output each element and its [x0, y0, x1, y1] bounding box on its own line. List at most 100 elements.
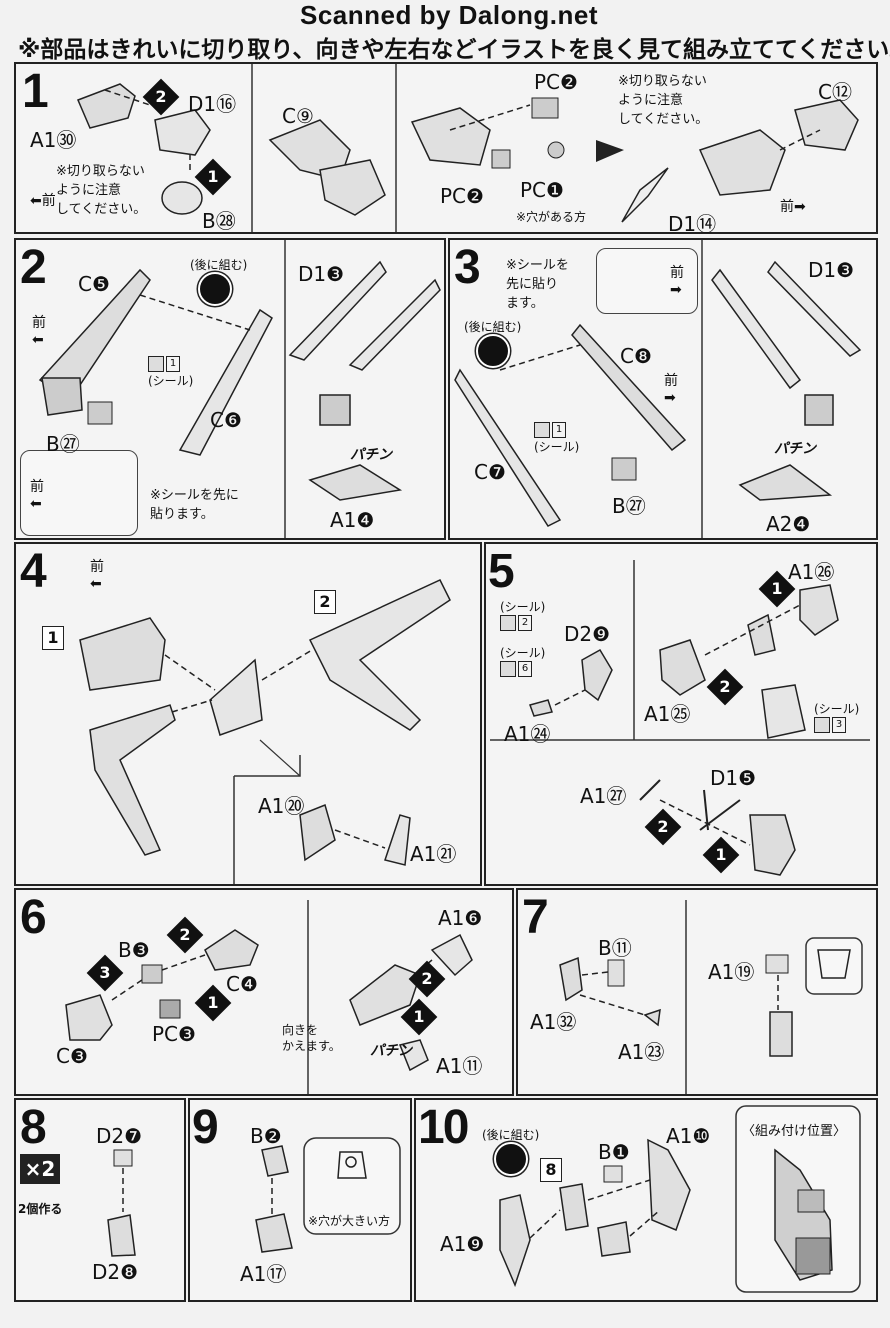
- step2-assemble-later: (後に組む): [190, 258, 248, 272]
- step4-label-a1-21: A1㉑: [410, 842, 457, 866]
- step8-label-d2-8: D2❽: [92, 1260, 139, 1284]
- step8-label-d2-7: D2❼: [96, 1124, 143, 1148]
- step5-order-1a: 1: [758, 570, 796, 608]
- step6-label-b-3: B❸: [118, 938, 150, 962]
- step6-label-a1-6: A1❻: [438, 906, 483, 930]
- step5-sticker-2: (シール)2: [500, 598, 545, 631]
- step3-sticker: 1(シール): [534, 422, 580, 454]
- step2-sticker: 1(シール): [148, 356, 194, 388]
- step10-number: 10: [418, 1101, 469, 1154]
- step8-multiplier: ×2: [20, 1154, 60, 1184]
- step4-front: 前⬅: [90, 559, 104, 592]
- step7-label-a1-19: A1⑲: [708, 960, 755, 984]
- step6-order-3: 3: [86, 954, 124, 992]
- step3-number: 3: [454, 241, 481, 294]
- step1-number: 1: [22, 65, 49, 118]
- step6-drawing: [65, 900, 473, 1094]
- step2-drawing: [38, 240, 441, 538]
- step1-note-cut: ※切り取らない ように注意 してください。: [56, 164, 147, 217]
- step6-label-c-4: C❹: [226, 972, 258, 996]
- step1-label-c-12: C⑫: [818, 80, 852, 104]
- step2-snap: パチン: [350, 447, 392, 463]
- step7-number: 7: [522, 891, 549, 944]
- step1-order-2: 2: [142, 78, 180, 116]
- step5-number: 5: [488, 545, 515, 598]
- step1-label-c-9: C⑨: [282, 104, 314, 128]
- step3-assemble-later-icon: [476, 334, 510, 368]
- step6-snap: パチン: [370, 1043, 412, 1059]
- step1-label-pc-1: PC❶: [520, 178, 564, 202]
- step6-order-2b: 2: [408, 960, 446, 998]
- step5-label-a1-25: A1㉕: [644, 702, 691, 726]
- step1-label-pc-2a: PC❷: [534, 70, 578, 94]
- step10-assemble-later-icon: [494, 1142, 528, 1176]
- step3-label-a2-4: A2❹: [766, 512, 811, 536]
- step5-order-2a: 2: [706, 668, 744, 706]
- step2-front-inset: 前⬅: [30, 479, 44, 512]
- step10-ref-8: 8: [540, 1158, 562, 1182]
- step7-label-b-11: B⑪: [598, 936, 632, 960]
- step6-order-1a: 1: [194, 984, 232, 1022]
- step5-label-a1-27: A1㉗: [580, 784, 627, 808]
- step10-assemble-later: (後に組む): [482, 1128, 540, 1142]
- step9-note: ※穴が大きい方: [308, 1214, 391, 1228]
- step1-order-1: 1: [194, 158, 232, 196]
- watermark: Scanned by Dalong.net: [300, 0, 598, 30]
- step5-label-d2-9: D2❾: [564, 622, 611, 646]
- step3-label-b-27: B㉗: [612, 494, 646, 518]
- step5-drawing: [490, 560, 870, 876]
- step10-label-a1-10: A1❿: [666, 1124, 711, 1148]
- step5-label-d1-5: D1❺: [710, 766, 757, 790]
- step4-ref-1: 1: [42, 626, 64, 650]
- step1-label-d1-14: D1⑭: [668, 212, 717, 236]
- step1-label-d1-16: D1⑯: [188, 92, 237, 116]
- step3-inset: [596, 248, 698, 314]
- step1-note-hole: ※穴がある方: [516, 210, 587, 224]
- step4-label-a1-20: A1⑳: [258, 794, 305, 818]
- step3-snap: パチン: [774, 441, 816, 457]
- step2-label-a1-4: A1❹: [330, 508, 375, 532]
- step1-label-b-28: B㉘: [202, 209, 236, 233]
- step3-front: 前➡: [664, 373, 678, 406]
- step2-inset: [20, 450, 138, 536]
- step3-label-d1-3: D1❸: [808, 258, 855, 282]
- step5-label-a1-24: A1㉔: [504, 722, 551, 746]
- step5-label-a1-26: A1㉖: [788, 560, 835, 584]
- step3-drawing: [454, 240, 862, 538]
- step9-number: 9: [192, 1101, 219, 1154]
- step8-make-two: 2個作る: [18, 1202, 63, 1216]
- step4-number: 4: [20, 545, 47, 598]
- step2-label-b-27: B㉗: [46, 432, 80, 456]
- step6-order-1b: 1: [400, 998, 438, 1036]
- step7-label-a1-32: A1㉜: [530, 1010, 577, 1034]
- step2-front-top: 前⬅: [32, 315, 46, 348]
- step1-front-right: 前➡: [780, 199, 806, 215]
- step10-label-a1-9: A1❾: [440, 1232, 485, 1256]
- step2-assemble-later-icon: [198, 272, 232, 306]
- step4-drawing: [79, 579, 451, 884]
- step3-label-c-7: C❼: [474, 460, 506, 484]
- header-note: ※部品はきれいに切り取り、向きや左右などイラストを良く見て組み立ててください。: [18, 37, 890, 63]
- step6-order-2a: 2: [166, 916, 204, 954]
- step5-sticker-3: (シール)3: [814, 700, 859, 733]
- step9-label-a1-17: A1⑰: [240, 1262, 287, 1286]
- step6-note: 向きを かえます。: [282, 1023, 341, 1053]
- step1-note-cut-2: ※切り取らない ように注意 してください。: [618, 74, 709, 127]
- step5-order-2b: 2: [644, 808, 682, 846]
- step1-label-a1-30: A1㉚: [30, 128, 77, 152]
- step6-number: 6: [20, 891, 47, 944]
- step3-assemble-later: (後に組む): [464, 320, 522, 334]
- step2-label-c-5: C❺: [78, 272, 110, 296]
- step7-label-a1-23: A1㉓: [618, 1040, 665, 1064]
- step1-divider-lines: [77, 64, 859, 232]
- step5-order-1b: 1: [702, 836, 740, 874]
- step3-note: ※シールを 先に貼り ます。: [506, 258, 569, 311]
- step6-label-pc-3: PC❸: [152, 1022, 196, 1046]
- step4-ref-2: 2: [314, 590, 336, 614]
- step7-drawing: [559, 900, 863, 1094]
- step2-number: 2: [20, 241, 47, 294]
- step10-position-title: 〈組み付け位置〉: [742, 1124, 847, 1139]
